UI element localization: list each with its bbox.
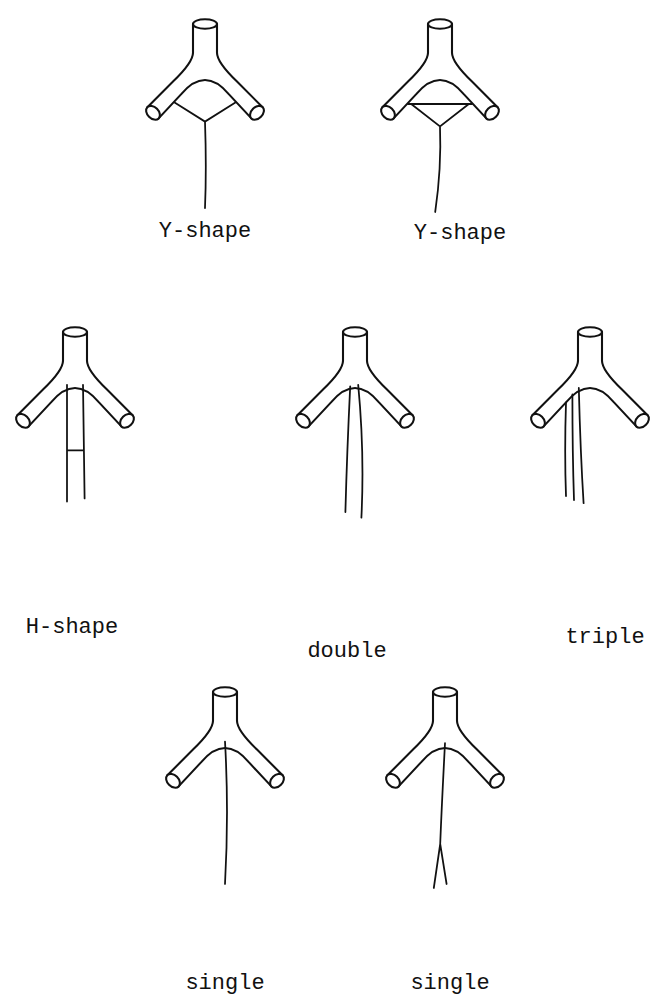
pattern-label: double: [307, 640, 386, 664]
double-vessel: [293, 327, 416, 517]
h-shape-vessel: [13, 327, 136, 501]
pattern-label: triple: [565, 626, 644, 650]
y-shape-vessel: [378, 19, 501, 212]
pattern-label: Y-shape: [159, 220, 251, 244]
pattern-label: single: [185, 972, 264, 996]
single-vessel: [383, 687, 506, 888]
triple-vessel: [528, 327, 651, 503]
pattern-label: Y-shape: [414, 222, 506, 246]
pattern-label: single: [410, 972, 489, 996]
pattern-label: H-shape: [26, 616, 118, 640]
y-shape-vessel: [143, 19, 266, 208]
single-vessel: [163, 687, 286, 884]
